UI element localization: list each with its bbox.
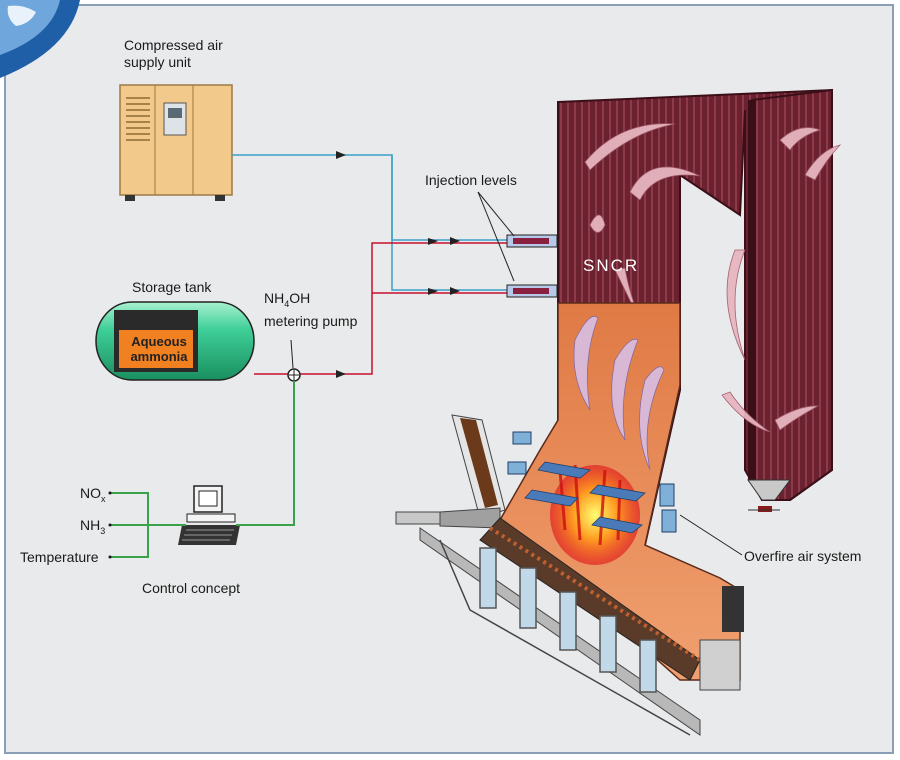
ammonia-line bbox=[254, 242, 508, 375]
injection-levels-label: Injection levels bbox=[425, 172, 517, 188]
nh3-label: NH3 bbox=[80, 517, 105, 540]
pump-formula-sub: 4 bbox=[284, 298, 290, 309]
metering-pump-line2: metering pump bbox=[264, 312, 358, 329]
aqueous-ammonia-line1: Aqueous bbox=[131, 334, 187, 349]
aqueous-ammonia-label: Aqueous ammonia bbox=[124, 334, 194, 364]
compressed-air-label-line2: supply unit bbox=[124, 54, 191, 70]
overfire-air-label: Overfire air system bbox=[744, 548, 862, 564]
flow-arrow-icons bbox=[336, 151, 460, 378]
nh3-sub: 3 bbox=[100, 525, 106, 536]
nox-text: NO bbox=[80, 485, 101, 501]
compressed-air-label: Compressed air supply unit bbox=[124, 37, 223, 71]
storage-tank-label: Storage tank bbox=[132, 279, 212, 295]
nox-label: NOx bbox=[80, 485, 106, 508]
globe-logo bbox=[0, 0, 80, 78]
temperature-label: Temperature bbox=[20, 549, 99, 565]
sncr-label: SNCR bbox=[583, 256, 640, 275]
feed-chute-and-grate bbox=[395, 414, 744, 736]
aqueous-ammonia-line2: ammonia bbox=[130, 349, 188, 364]
control-signal-line bbox=[110, 381, 295, 558]
aqueous-ammonia-window bbox=[119, 330, 193, 368]
nox-sub: x bbox=[101, 493, 106, 504]
metering-pump-label: NH4OH metering pump bbox=[264, 290, 357, 330]
compressed-air-cabinet bbox=[119, 84, 233, 201]
overfire-air-nozzles bbox=[507, 431, 743, 556]
storage-tank bbox=[95, 301, 255, 381]
signal-input-markers bbox=[108, 491, 112, 559]
compressed-air-label-line1: Compressed air bbox=[124, 37, 223, 53]
pump-formula-nh: NH bbox=[264, 290, 285, 306]
pump-formula-oh: OH bbox=[289, 290, 311, 306]
nh3-text: NH bbox=[80, 517, 101, 533]
control-concept-label: Control concept bbox=[142, 580, 241, 596]
metering-pump-formula: NH4OH bbox=[264, 290, 357, 313]
control-computer bbox=[178, 485, 240, 545]
